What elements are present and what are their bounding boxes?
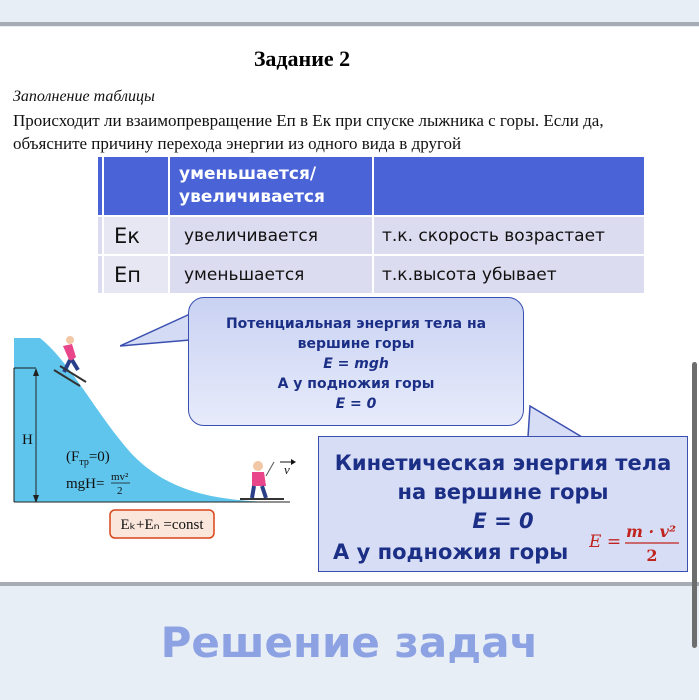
table-cell-reason: т.к.высота убывает xyxy=(374,256,644,293)
skier-bottom-icon xyxy=(240,461,284,500)
kinetic-line: А у подножия горы xyxy=(333,540,569,564)
kinetic-formula-denominator: 2 xyxy=(646,546,657,565)
potential-formula: E = 0 xyxy=(335,396,377,412)
bubble-pointer xyxy=(120,313,191,347)
potential-energy-text: Потенциальная энергия тела на вершине го… xyxy=(189,314,523,414)
slope-diagram: H (Fтр=0) mgH= mv² 2 v Eₖ+Eₙ =const xyxy=(13,336,296,539)
skier-top-icon xyxy=(53,336,87,387)
potential-formula: E = mgh xyxy=(323,356,389,372)
velocity-arrowhead xyxy=(291,459,296,465)
section-heading: Решение задач xyxy=(160,618,539,667)
table-row-spacer xyxy=(98,217,102,254)
energy-equation: mgH= xyxy=(66,476,104,492)
kinetic-energy-text: Кинетическая энергия тела на вершине гор… xyxy=(319,449,687,536)
scrollbar-thumb[interactable] xyxy=(692,362,697,648)
height-arrow-top xyxy=(33,368,39,376)
table-header-row: уменьшается/ увеличивается xyxy=(98,157,644,215)
question-text: Происходит ли взаимопревращение Еп в Ек … xyxy=(13,111,604,153)
kinetic-formula-image: E = m · v² 2 xyxy=(589,522,679,565)
table-row-spacer xyxy=(98,256,102,293)
conservation-law: Eₖ+Eₙ =const xyxy=(120,517,204,533)
kinetic-formula: E = 0 xyxy=(472,509,534,533)
velocity-label: v xyxy=(284,462,290,477)
table-header-spacer xyxy=(98,157,102,215)
table-header-cell: уменьшается/ увеличивается xyxy=(170,157,372,215)
friction-label: (Fтр=0) xyxy=(66,449,110,468)
kinetic-formula-lhs: E = xyxy=(589,532,621,552)
table-cell-change: увеличивается xyxy=(170,217,372,254)
table-cell-reason: т.к. скорость возрастает xyxy=(374,217,644,254)
energy-equation-denominator: 2 xyxy=(117,485,123,497)
table-header-cell xyxy=(374,157,644,215)
height-arrow-bottom xyxy=(33,495,39,503)
table-row: Ек увеличивается т.к. скорость возрастае… xyxy=(98,217,644,254)
conservation-box xyxy=(109,509,215,539)
task-title: Задание 2 xyxy=(253,46,351,71)
energy-table: уменьшается/ увеличивается Ек увеличивае… xyxy=(96,155,646,295)
top-divider xyxy=(0,22,699,26)
kinetic-line: на вершине горы xyxy=(397,480,609,504)
slope-shape xyxy=(14,338,270,502)
potential-line: Потенциальная энергия тела на xyxy=(225,316,487,332)
slope-edge xyxy=(13,367,36,502)
table-cell-label: Ек xyxy=(104,217,168,254)
potential-line: А у подножия горы xyxy=(277,376,435,392)
kinetic-formula-numerator: m · v² xyxy=(626,522,676,541)
table-cell-change: уменьшается xyxy=(170,256,372,293)
energy-equation-numerator: mv² xyxy=(111,471,129,483)
bottom-divider xyxy=(0,582,699,586)
kinetic-energy-bubble: Кинетическая энергия тела на вершине гор… xyxy=(318,436,688,572)
table-row: Еп уменьшается т.к.высота убывает xyxy=(98,256,644,293)
height-label: H xyxy=(22,432,33,448)
table-cell-label: Еп xyxy=(104,256,168,293)
kinetic-line: Кинетическая энергия тела xyxy=(334,451,672,475)
potential-line: вершине горы xyxy=(297,336,415,352)
table-header-cell xyxy=(104,157,168,215)
bubble-pointer xyxy=(527,404,583,438)
potential-energy-bubble: Потенциальная энергия тела на вершине го… xyxy=(188,297,524,426)
table-subtitle: Заполнение таблицы xyxy=(13,88,155,105)
